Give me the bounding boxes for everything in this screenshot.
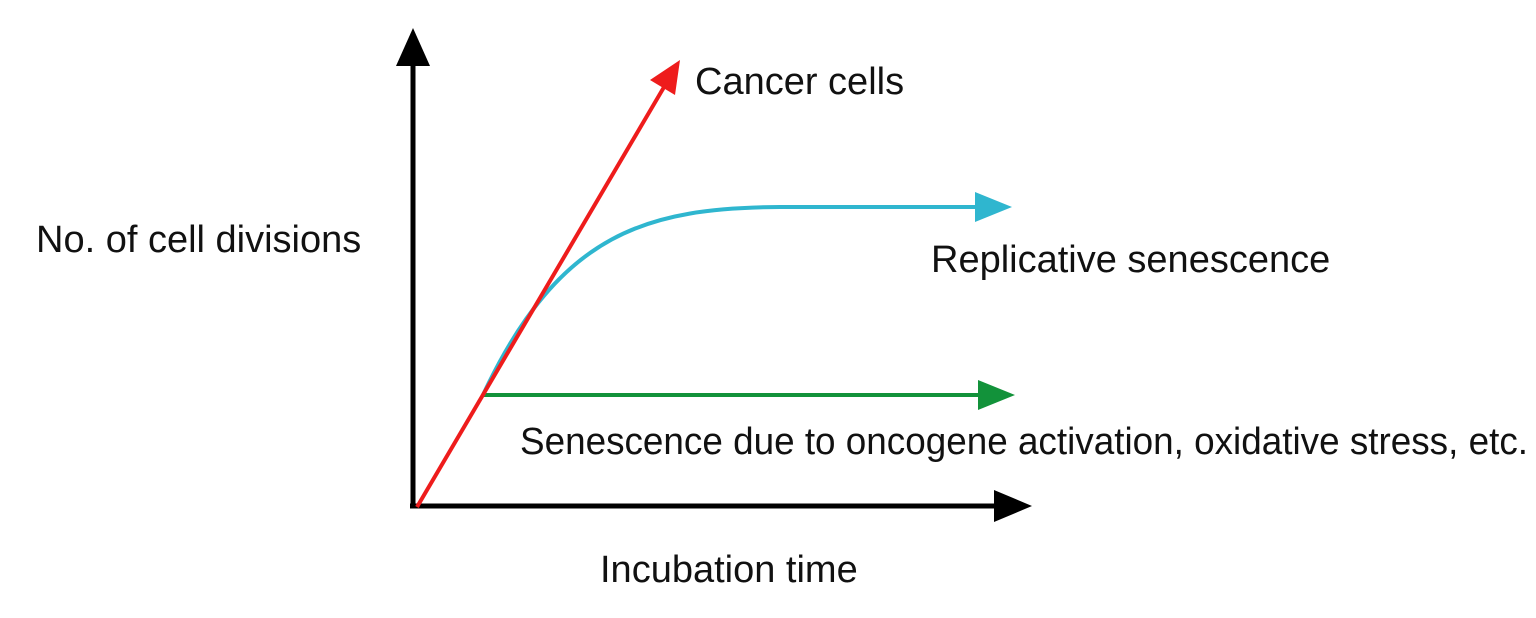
cancer-cells-line [415,80,669,509]
replicative-senescence-arrowhead [975,192,1012,222]
replicative-senescence-curve [481,205,980,396]
y-axis-arrowhead [396,28,430,66]
cancer-cells-arrowhead [650,60,680,95]
x-axis-arrowhead [994,490,1032,522]
cancer-cells-label: Cancer cells [695,61,904,103]
oncogene-senescence-label: Senescence due to oncogene activation, o… [520,421,1528,463]
oncogene-senescence-arrowhead [978,380,1015,410]
replicative-senescence-label: Replicative senescence [931,239,1330,281]
y-axis-label: No. of cell divisions [36,219,361,261]
x-axis-label: Incubation time [600,549,858,591]
